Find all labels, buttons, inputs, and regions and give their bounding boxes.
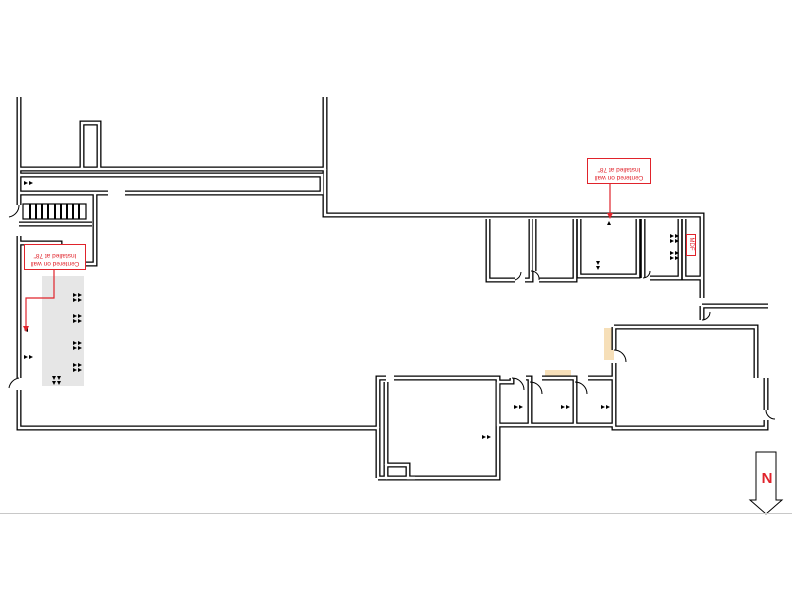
walls <box>16 97 769 481</box>
page-divider <box>0 513 792 514</box>
north-label: N <box>761 470 773 487</box>
annotation-west: Centered on wall Installed at 78" <box>24 244 86 270</box>
jack-single-icon <box>607 221 611 225</box>
jack-double-icon <box>670 251 679 260</box>
annotation-leaders <box>25 184 611 326</box>
annotation-east: Centered on wall Installed at 78" <box>587 158 651 184</box>
shaded-area <box>42 276 84 386</box>
annotation-line: Centered on wall <box>30 260 80 267</box>
jack-double-icon <box>670 234 679 243</box>
jack-double-icon <box>73 293 82 302</box>
walls-inner <box>17 97 768 480</box>
highlight-area <box>604 328 614 360</box>
jack-double-icon <box>73 341 82 350</box>
stair-icon <box>22 203 87 220</box>
jack-double-icon <box>24 181 33 185</box>
jack-double-icon <box>514 405 523 409</box>
jack-double-icon <box>24 355 33 359</box>
jack-double-icon <box>52 376 61 385</box>
mdf-room-label: MDF <box>686 234 696 256</box>
jack-symbols <box>24 181 679 439</box>
leader-arrowheads <box>23 213 613 332</box>
jack-double-icon <box>596 261 600 270</box>
annotation-line: Installed at 78" <box>33 252 77 259</box>
jack-double-icon <box>482 435 491 439</box>
jack-double-icon <box>73 314 82 323</box>
jack-double-icon <box>601 405 610 409</box>
door-swings <box>8 204 776 420</box>
jack-double-icon <box>561 405 570 409</box>
annotation-line: Centered on wall <box>594 174 644 181</box>
highlight-area <box>545 370 571 378</box>
annotation-line: Installed at 78" <box>597 166 641 173</box>
north-arrow-icon <box>748 451 784 515</box>
jack-double-icon <box>73 363 82 372</box>
mdf-label-text: MDF <box>688 237 694 251</box>
